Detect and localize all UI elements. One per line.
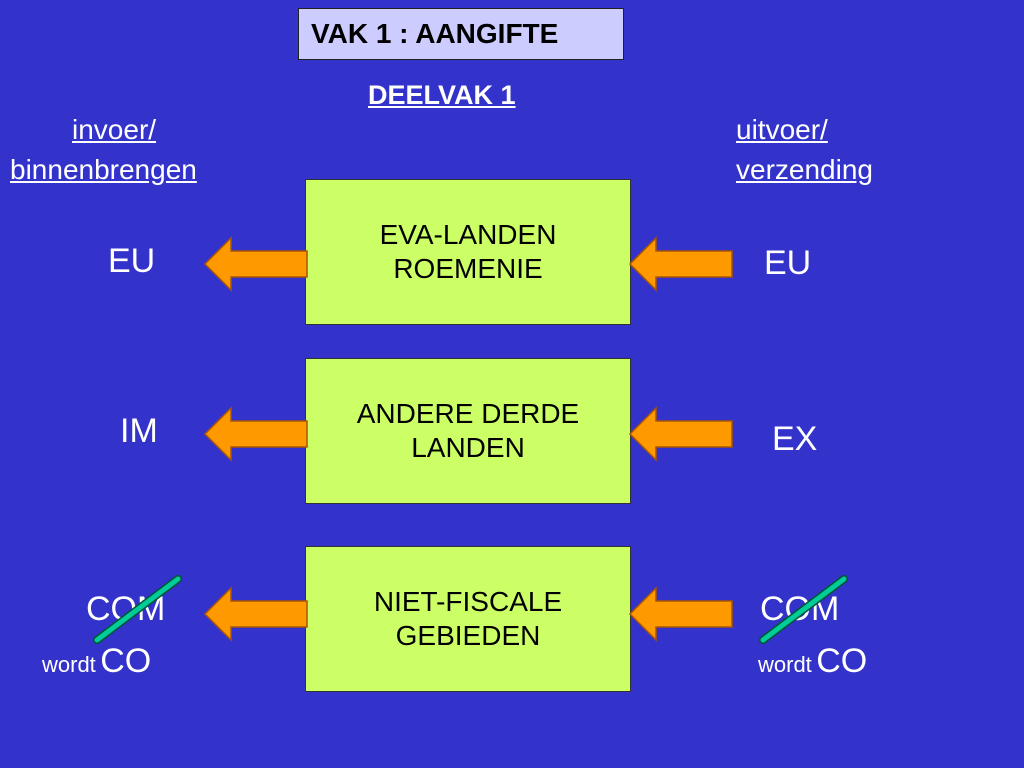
label-im: IM (120, 412, 158, 450)
subtitle: DEELVAK 1 (368, 80, 516, 110)
box-eva-landen: EVA-LANDEN ROEMENIE (305, 179, 631, 325)
box-line2: GEBIEDEN (395, 620, 541, 651)
box-line2: LANDEN (411, 432, 525, 463)
left-arrow-icon (203, 406, 308, 462)
left-arrow-icon (203, 236, 308, 292)
right-heading-line2: verzending (736, 154, 873, 185)
replacement-left: wordt CO (42, 642, 151, 681)
label-ex: EX (772, 420, 818, 458)
replacement-word: wordt (42, 652, 96, 677)
left-heading-line2: binnenbrengen (10, 154, 197, 185)
label-eu-right: EU (764, 244, 812, 282)
box-line2: ROEMENIE (393, 253, 543, 284)
replacement-code: CO (816, 642, 868, 680)
left-arrow-icon (203, 586, 308, 642)
label-eu-left: EU (108, 242, 156, 280)
box-line1: EVA-LANDEN (379, 219, 557, 250)
replacement-word: wordt (758, 652, 812, 677)
replacement-right: wordt CO (758, 642, 867, 681)
box-andere-derde-landen: ANDERE DERDE LANDEN (305, 358, 631, 504)
box-niet-fiscale-gebieden: NIET-FISCALE GEBIEDEN (305, 546, 631, 692)
left-arrow-icon (628, 236, 733, 292)
left-arrow-icon (628, 406, 733, 462)
replacement-code: CO (100, 642, 152, 680)
strike-through-line (93, 575, 182, 644)
box-line1: ANDERE DERDE (356, 398, 580, 429)
page-title: VAK 1 : AANGIFTE (298, 8, 624, 60)
right-heading-line1: uitvoer/ (736, 114, 828, 145)
left-arrow-icon (628, 586, 733, 642)
strike-through-line (759, 575, 848, 644)
left-heading-line1: invoer/ (72, 114, 157, 145)
box-line1: NIET-FISCALE (373, 586, 563, 617)
